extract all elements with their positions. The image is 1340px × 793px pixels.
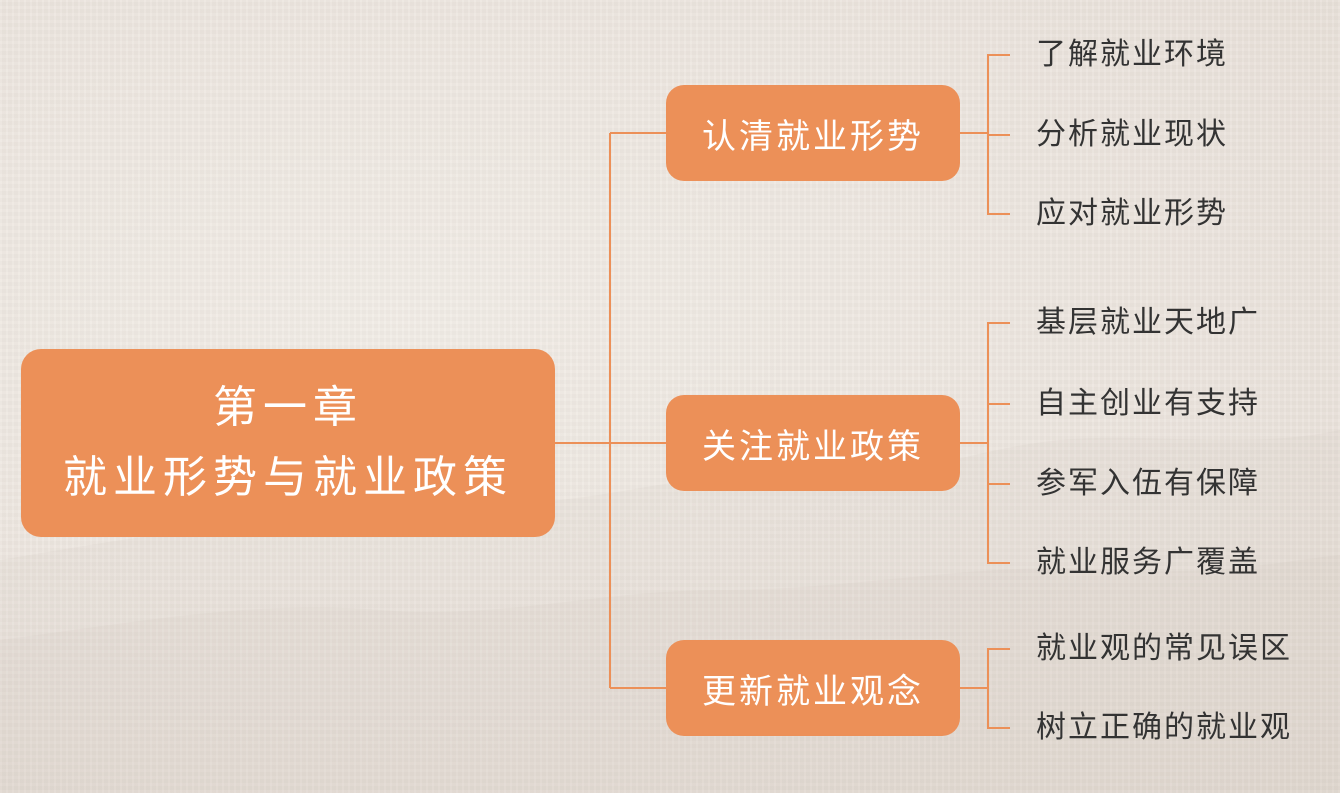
- branch-node-1: 认清就业形势: [666, 85, 960, 181]
- leaf-3-1: 就业观的常见误区: [1036, 631, 1292, 666]
- root-title-line2: 就业形势与就业政策: [63, 452, 513, 503]
- leaf-3-2: 树立正确的就业观: [1036, 710, 1292, 745]
- root-title-line1: 第一章: [213, 382, 363, 433]
- branch-node-3: 更新就业观念: [666, 640, 960, 736]
- branch-node-2: 关注就业政策: [666, 395, 960, 491]
- leaf-1-1: 了解就业环境: [1036, 37, 1228, 72]
- branch-2-bracket: [987, 322, 1010, 564]
- branch-3-bracket: [987, 648, 1010, 729]
- leaf-1-2: 分析就业现状: [1036, 117, 1228, 152]
- leaf-2-3: 参军入伍有保障: [1036, 466, 1260, 501]
- leaf-2-2: 自主创业有支持: [1036, 386, 1260, 421]
- root-node: 第一章 就业形势与就业政策: [21, 349, 555, 537]
- leaf-1-3: 应对就业形势: [1036, 196, 1228, 231]
- leaf-2-1: 基层就业天地广: [1036, 305, 1260, 340]
- leaf-2-4: 就业服务广覆盖: [1036, 545, 1260, 580]
